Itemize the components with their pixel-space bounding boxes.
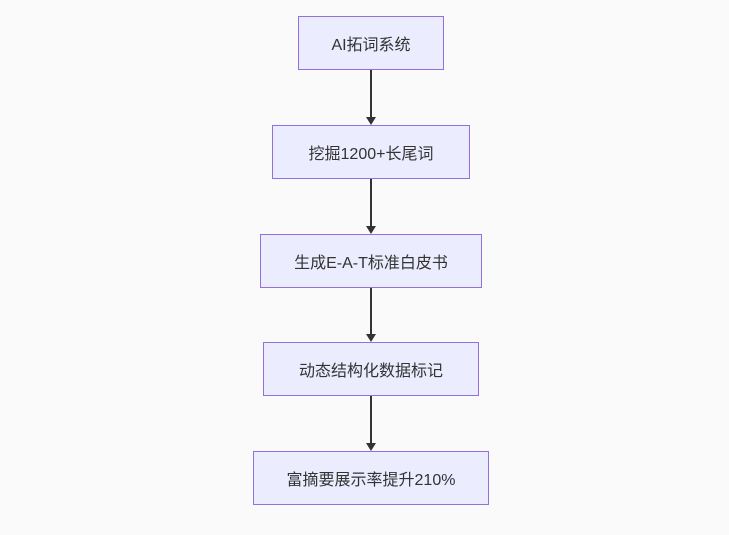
edge-arrow-3 [366,288,376,342]
flow-node-rich-snippet-rate: 富摘要展示率提升210% [253,451,489,505]
flow-node-eat-whitepaper: 生成E-A-T标准白皮书 [260,234,482,288]
edge-arrow-1 [366,70,376,125]
arrow-down-icon [366,226,376,234]
arrow-down-icon [366,443,376,451]
flow-node-structured-data-markup: 动态结构化数据标记 [263,342,479,396]
edge-line [370,70,372,117]
flow-node-ai-keyword-system: AI拓词系统 [298,16,444,70]
arrow-down-icon [366,334,376,342]
edge-arrow-2 [366,179,376,234]
edge-arrow-4 [366,396,376,451]
arrow-down-icon [366,117,376,125]
flow-node-mine-longtail-keywords: 挖掘1200+长尾词 [272,125,470,179]
edge-line [370,179,372,226]
edge-line [370,288,372,334]
edge-line [370,396,372,443]
